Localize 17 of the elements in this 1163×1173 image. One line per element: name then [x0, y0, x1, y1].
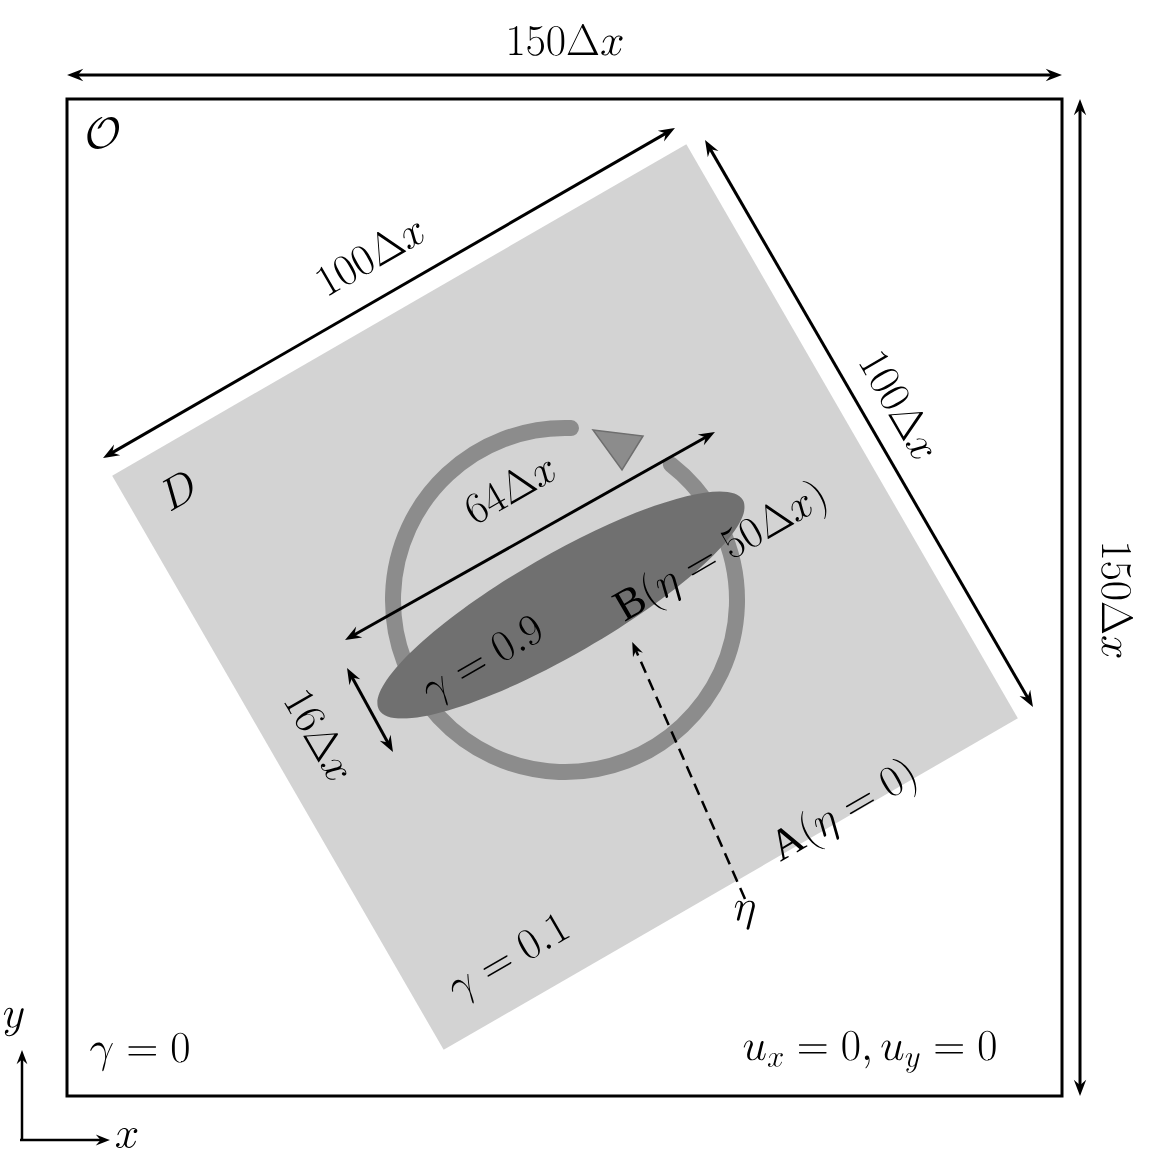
axis-label: $x$ [116, 1128, 138, 1148]
point-label: $\mathrm{B}(\eta=50\Delta x)$ [611, 481, 827, 622]
region-label: $D$ [162, 472, 193, 512]
dimension-label: $150\Delta x$ [1101, 544, 1134, 658]
dimension-label: $64\Delta x$ [466, 461, 555, 523]
coordinate-label: $\eta$ [734, 900, 755, 930]
axis-label: $y$ [3, 1007, 24, 1037]
domain-symbol: $\mathcal{O}$ [87, 117, 120, 149]
dimension-label: $100\Delta x$ [316, 223, 424, 296]
boundary-label: $\gamma=0$ [90, 1032, 189, 1072]
dimension-label: $100\Delta x$ [859, 351, 932, 459]
boundary-label: $u_x=0, u_y=0$ [743, 1030, 996, 1073]
ellipse-label: $\gamma=0.9$ [425, 616, 541, 706]
dimension-label: $150\Delta x$ [509, 23, 623, 56]
dimension-label: $16\Delta x$ [284, 690, 347, 780]
point-label: $\mathrm{A}(\eta=0)$ [777, 759, 917, 862]
region-label: $\gamma=0.1$ [451, 914, 570, 1004]
